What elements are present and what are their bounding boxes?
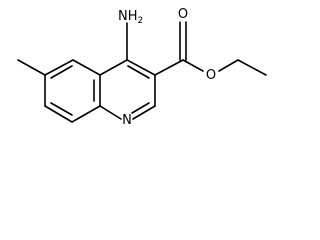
bond-c4a-c5 <box>72 59 101 76</box>
ring-nitrogen-label: N <box>122 113 132 128</box>
bond-c5-c6-inner <box>50 65 73 79</box>
bond-c7-c8-inner <box>50 102 73 116</box>
benzo-ring <box>44 59 101 123</box>
bond-c4-c3-inner <box>127 65 150 79</box>
bond-ch2-ch3 <box>237 59 267 76</box>
bond-c4a-c4 <box>99 59 128 76</box>
bond-c8-c8a <box>71 105 101 123</box>
amino-group-label: NH2 <box>118 9 143 26</box>
ester-substituent <box>154 21 267 76</box>
quinoline-structure-diagram: NH2 N O O <box>17 7 267 128</box>
pyridine-ring <box>99 59 156 120</box>
methyl-substituent <box>17 59 46 76</box>
amino-element-text: NH <box>118 9 138 24</box>
bond-c5-c6 <box>44 59 74 76</box>
bond-n1-c8a <box>99 105 122 120</box>
bond-c6-methyl <box>17 59 46 76</box>
bond-c2-n1 <box>132 105 156 120</box>
amino-subscript-text: 2 <box>138 16 144 26</box>
bond-c4-c3 <box>126 59 156 76</box>
bond-c2-n1-inner <box>131 102 150 114</box>
bond-c3-carbonyl <box>154 59 184 76</box>
bond-oester-ch2 <box>218 59 239 72</box>
bond-carbonyl-oester <box>182 59 204 72</box>
carbonyl-oxygen-label: O <box>178 7 188 22</box>
bond-c7-c8 <box>44 105 73 123</box>
ester-oxygen-label: O <box>206 68 216 83</box>
